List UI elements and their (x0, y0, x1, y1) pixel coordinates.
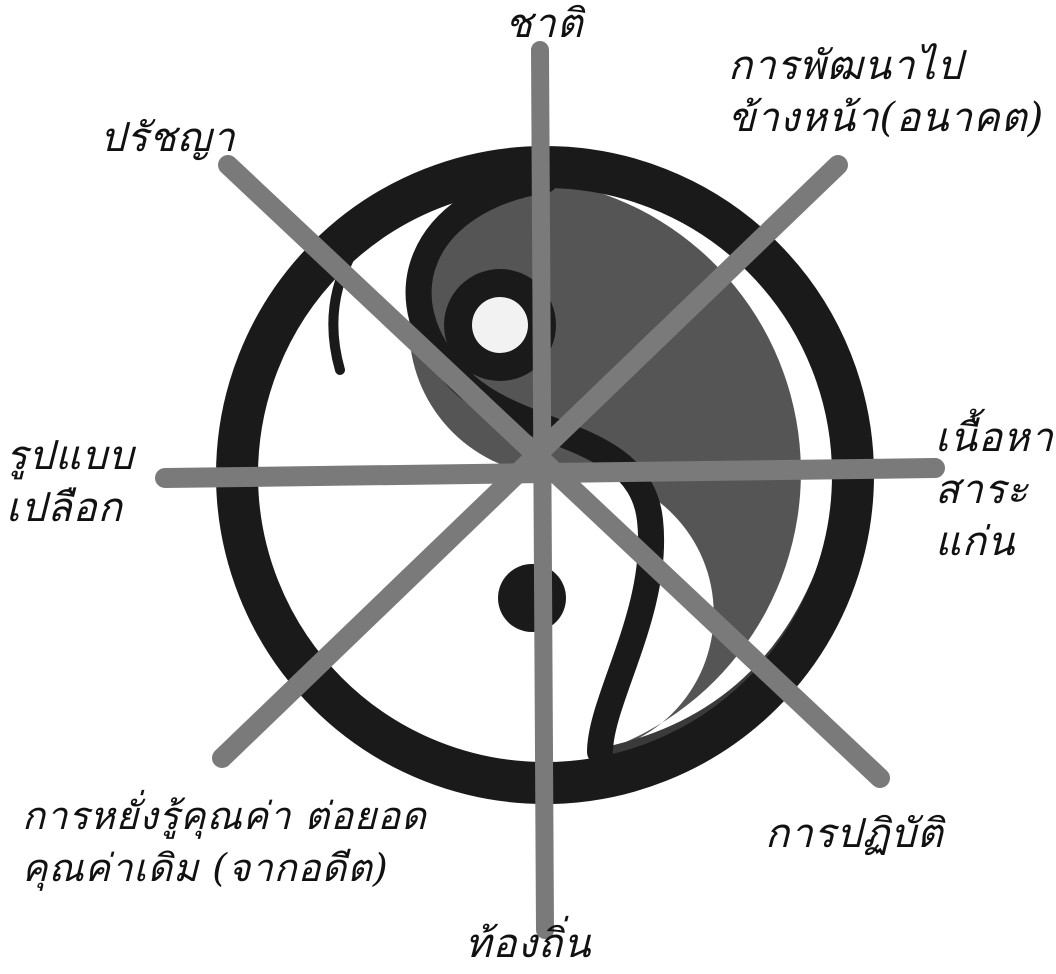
label-form-shell: รูปแบบ เปลือก (6, 430, 134, 534)
label-future-development: การพัฒนาไป ข้างหน้า(อนาคต) (728, 40, 1044, 144)
label-value-heritage-line2: คุณค่าเดิม (จากอดีต) (22, 842, 427, 894)
label-value-heritage: การหยั่งรู้คุณค่า ต่อยอด คุณค่าเดิม (จาก… (22, 790, 427, 894)
yin-yang-upper-eye-center (472, 297, 528, 353)
label-content-essence: เนื้อหา สาระ แก่น (935, 412, 1054, 568)
label-nation-text: ชาติ (505, 1, 584, 47)
yin-yang-lower-eye (498, 564, 566, 632)
label-practice-text: การปฏิบัติ (765, 811, 944, 857)
label-future-development-line2: ข้างหน้า(อนาคต) (728, 92, 1044, 144)
ray-vertical (540, 50, 545, 930)
label-value-heritage-line1: การหยั่งรู้คุณค่า ต่อยอด (22, 790, 427, 842)
label-practice: การปฏิบัติ (765, 808, 944, 860)
label-future-development-line1: การพัฒนาไป (728, 40, 1044, 92)
label-content-essence-line1: เนื้อหา (935, 412, 1054, 464)
label-form-shell-line1: รูปแบบ (6, 430, 134, 482)
label-philosophy-text: ปรัชญา (100, 115, 236, 161)
label-form-shell-line2: เปลือก (6, 482, 134, 534)
ray-center-hub (526, 456, 554, 484)
label-content-essence-line2: สาระ (935, 464, 1054, 516)
label-philosophy: ปรัชญา (100, 112, 236, 164)
label-locality: ท้องถิ่น (465, 918, 591, 970)
label-locality-text: ท้องถิ่น (465, 921, 591, 967)
label-nation: ชาติ (505, 0, 584, 50)
label-content-essence-line3: แก่น (935, 516, 1054, 568)
